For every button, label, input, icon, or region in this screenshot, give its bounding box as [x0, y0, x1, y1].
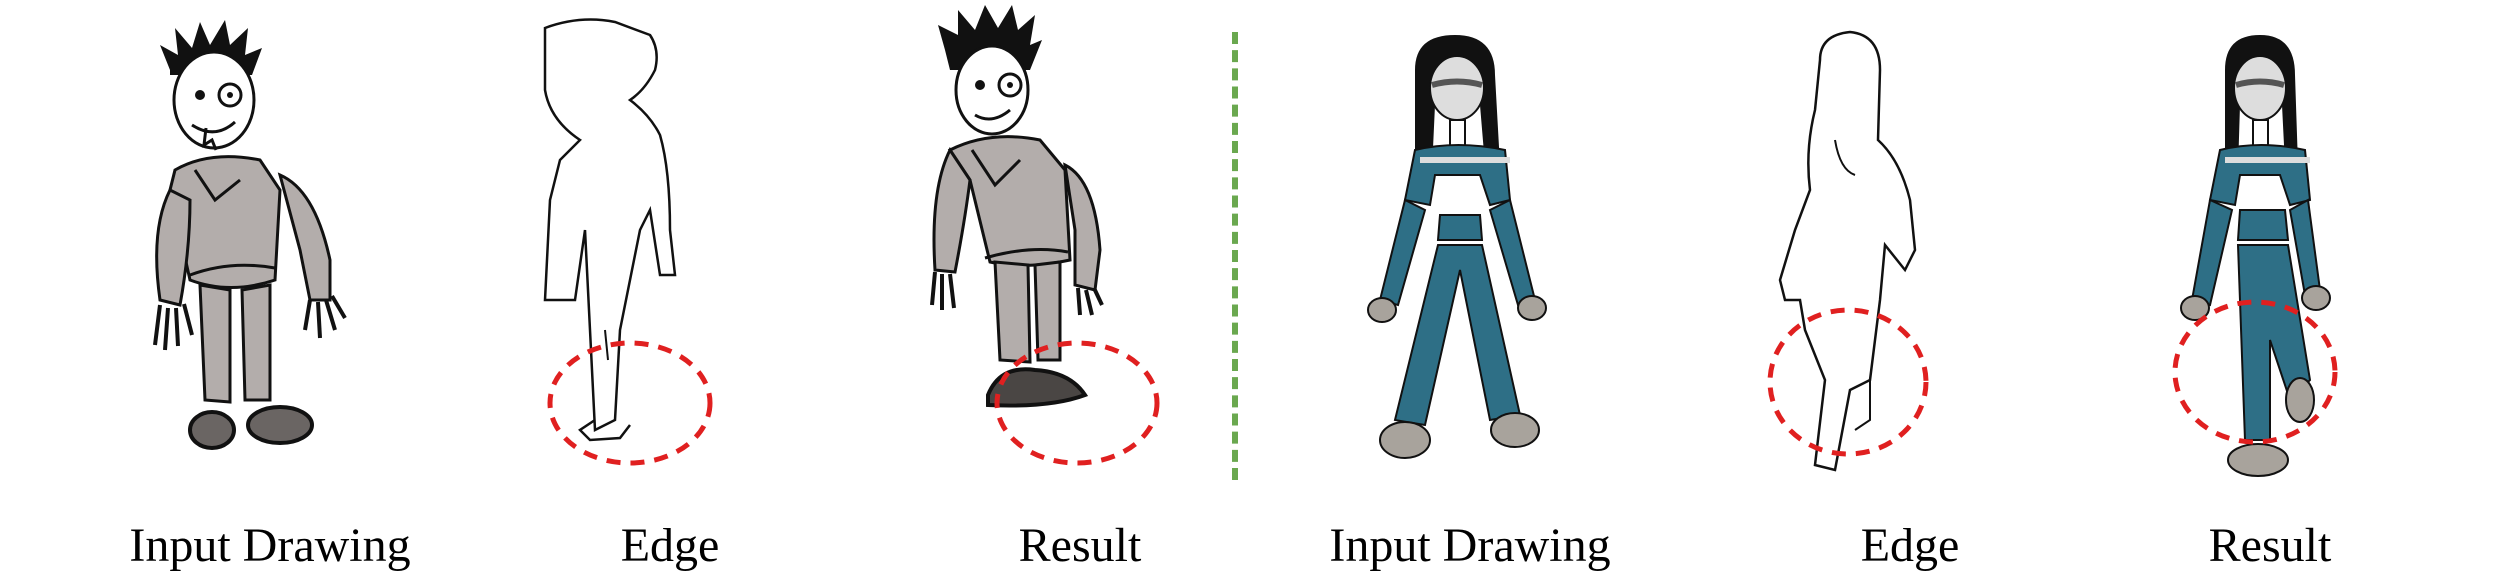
caption-result-right: Result — [2208, 519, 2332, 572]
girl-result-drawing — [2172, 35, 2338, 477]
girl-edge — [1767, 30, 1929, 472]
highlight-circle — [547, 340, 713, 466]
caption-edge-left: Edge — [620, 519, 720, 572]
boy-edge — [543, 18, 713, 466]
boy-drawing — [153, 20, 347, 450]
caption-input-drawing-left: Input Drawing — [129, 519, 411, 572]
boy-result-drawing — [930, 5, 1160, 466]
group-divider — [1232, 32, 1238, 480]
boy-result — [930, 0, 1190, 500]
girl-input-drawing — [1360, 0, 1560, 500]
highlight-circle — [1767, 307, 1929, 457]
boy-input-drawing — [130, 0, 390, 500]
girl-edge-map — [1760, 0, 1980, 500]
girl-drawing — [1367, 35, 1547, 459]
highlight-circle — [994, 340, 1160, 466]
boy-edge-map — [520, 0, 760, 500]
girl-result — [2170, 0, 2370, 500]
caption-input-drawing-right: Input Drawing — [1329, 519, 1611, 572]
highlight-circle — [2172, 299, 2338, 445]
caption-edge-right: Edge — [1860, 519, 1960, 572]
caption-result-left: Result — [1018, 519, 1142, 572]
